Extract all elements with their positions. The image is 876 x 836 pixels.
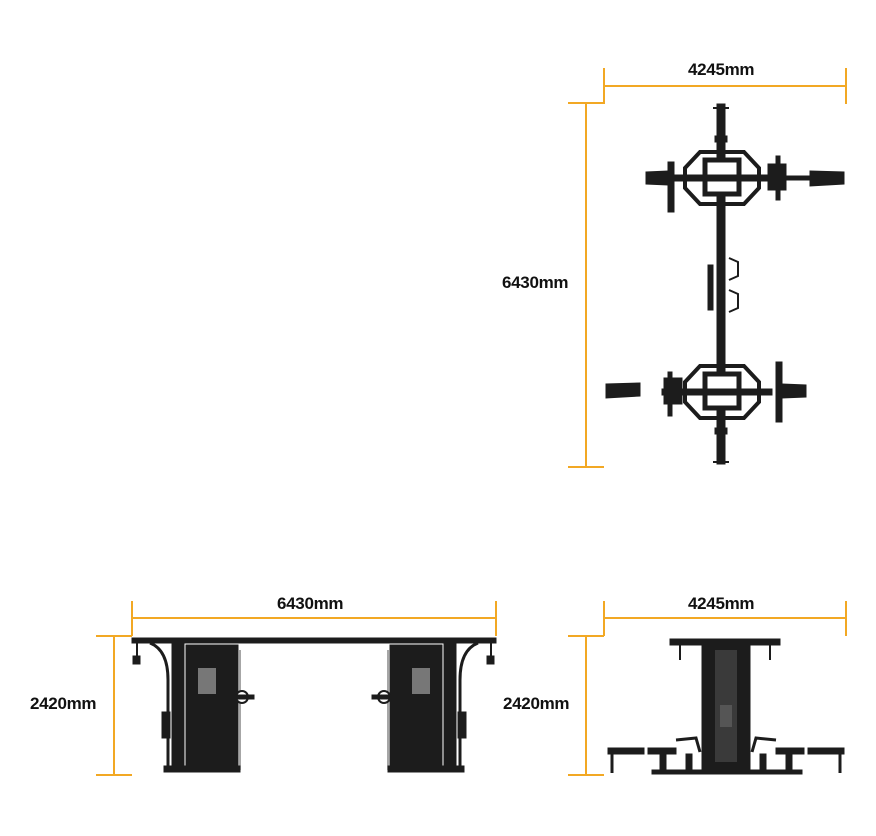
side-view-height-label: 2420mm bbox=[30, 694, 97, 713]
front-view-machine bbox=[607, 638, 845, 775]
front-view-height-label: 2420mm bbox=[503, 694, 570, 713]
top-view-width-label: 4245mm bbox=[688, 60, 755, 79]
front-view-dimension-lines bbox=[568, 601, 847, 776]
top-view-length-label: 6430mm bbox=[502, 273, 569, 292]
front-view-width-label: 4245mm bbox=[688, 594, 755, 613]
side-view-length-label: 6430mm bbox=[277, 594, 344, 613]
side-view-dimension-lines bbox=[96, 601, 497, 776]
side-view-machine bbox=[131, 637, 497, 773]
top-view-machine bbox=[605, 103, 845, 465]
top-view-dimension-lines bbox=[568, 68, 847, 468]
